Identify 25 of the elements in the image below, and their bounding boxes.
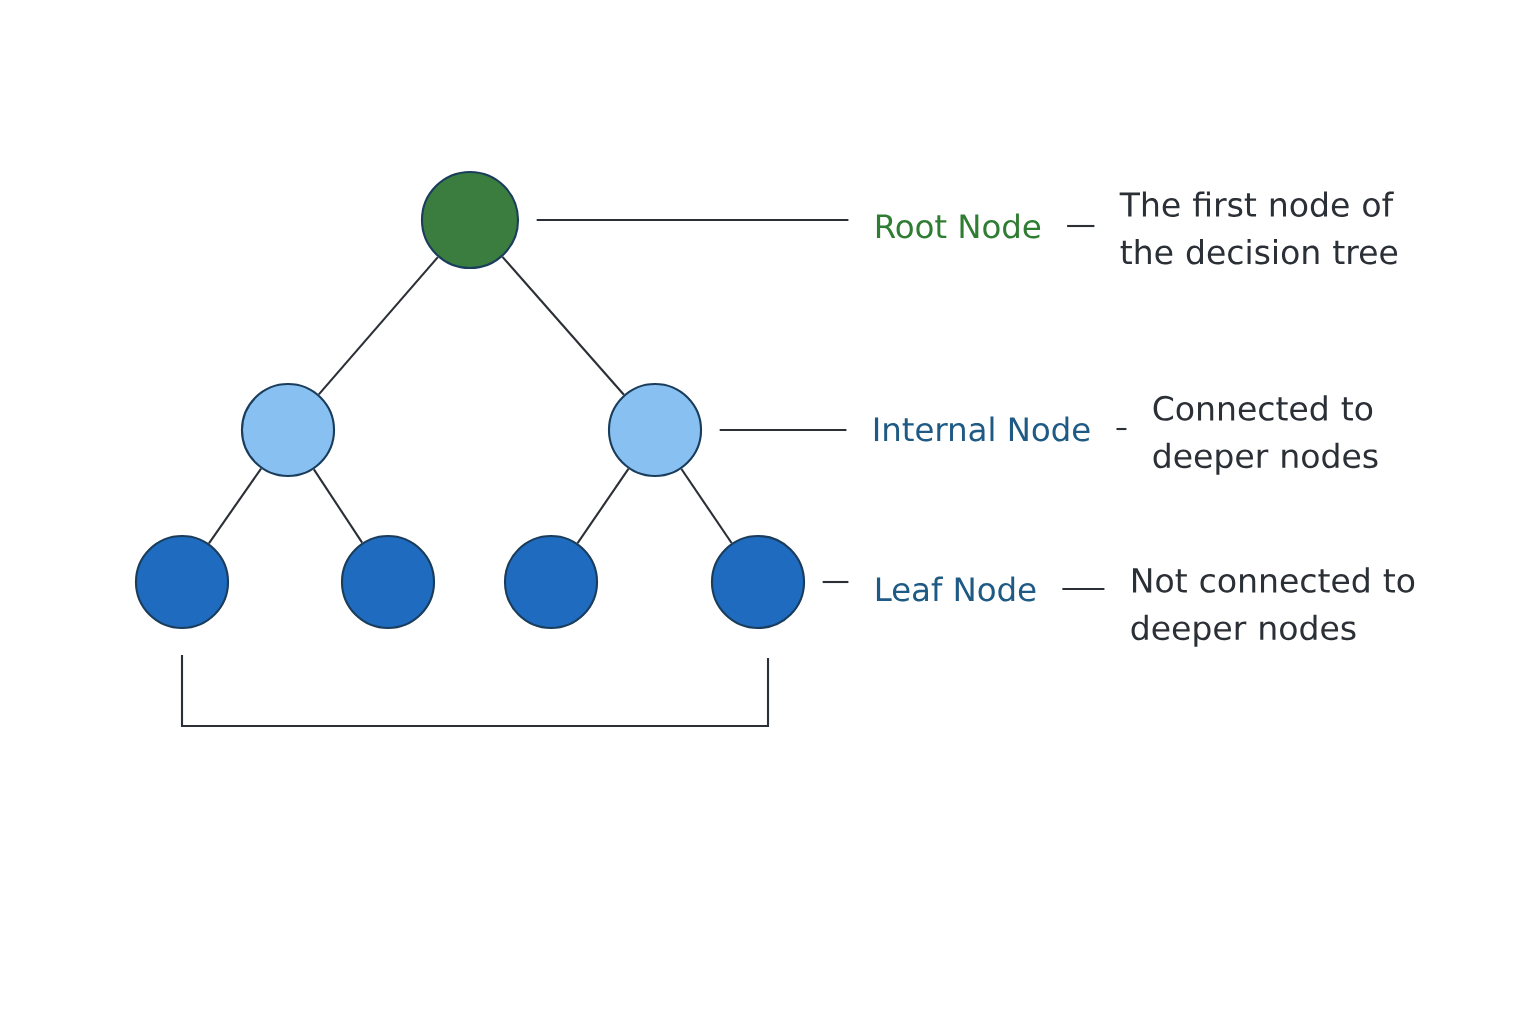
tree-branch [208, 468, 262, 544]
leader-line [536, 218, 849, 222]
leaf-node-circle [134, 534, 230, 630]
leader-line [1067, 224, 1095, 228]
internal-node-circle [607, 382, 703, 478]
internal-node-circle [240, 382, 336, 478]
description-text: Not connected to deeper nodes [1131, 567, 1415, 647]
leaf-node-circle [503, 534, 599, 630]
leader-line [1116, 427, 1127, 431]
term-label: Internal Node [874, 416, 1090, 442]
tree-branch [313, 468, 363, 544]
leader-line [822, 580, 849, 584]
description-text: Connected to deeper nodes [1153, 395, 1378, 475]
tree-branch [576, 468, 630, 544]
tree-branch [501, 256, 625, 396]
leader-line [719, 428, 847, 432]
tree-branch [318, 256, 439, 396]
description-text: The first node of the decision tree [1119, 191, 1398, 265]
root-node-circle [420, 170, 520, 270]
term-label: Leaf Node [876, 576, 1036, 602]
term-label: Root Node [876, 213, 1041, 239]
tree-branch [680, 468, 733, 544]
leaf-node-circle [340, 534, 436, 630]
leader-line [1062, 587, 1105, 591]
leaf-node-circle [710, 534, 806, 630]
